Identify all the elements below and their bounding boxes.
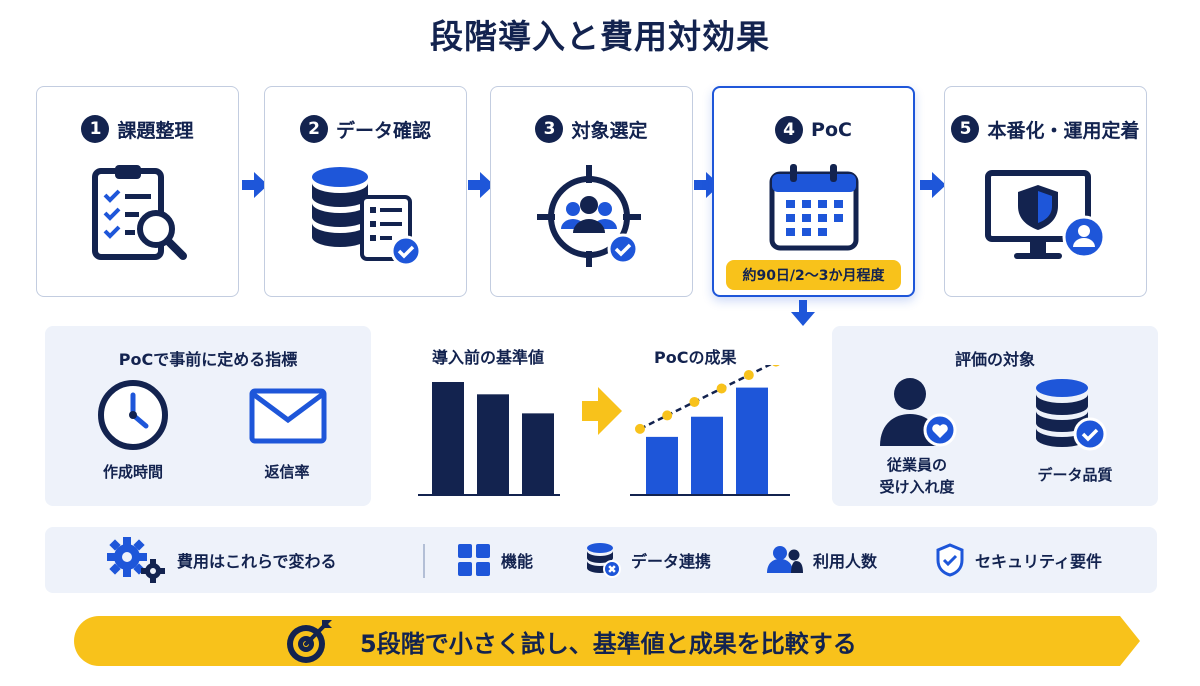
step-label: 課題整理 — [117, 119, 194, 142]
chart-bar — [432, 382, 464, 494]
step-number: 4 — [775, 116, 804, 144]
arrow-right-icon — [920, 172, 946, 198]
page-title: 段階導入と費用対効果 — [430, 17, 770, 56]
trend-point — [635, 423, 645, 434]
evaluation-panel: 評価の対象 従業員の 受け入れ度 データ品質 — [832, 326, 1158, 506]
step-card-1: 1 課題整理 — [36, 86, 239, 297]
kpi-label-reply: 返信率 — [264, 463, 310, 481]
arrow-right-icon — [468, 172, 494, 198]
step-label: データ確認 — [335, 119, 431, 142]
chart-title-results: PoCの成果 — [654, 348, 737, 367]
kpi-panel-title: PoCで事前に定める指標 — [118, 350, 298, 369]
banner-text: 5段階で小さく試し、基準値と成果を比較する — [360, 629, 857, 658]
arrow-right-icon — [242, 172, 268, 198]
trend-point — [716, 383, 727, 394]
step-number: 2 — [299, 115, 328, 143]
trend-point — [772, 365, 780, 367]
user-heart-icon — [880, 378, 957, 447]
comparison-chart — [418, 365, 790, 496]
evaluation-label-acceptance: 従業員の 受け入れ度 — [852, 454, 982, 498]
arrow-right-icon — [694, 172, 720, 198]
cost-item-label: 機能 — [501, 552, 534, 571]
trend-point — [662, 410, 673, 421]
step-card-4: 4 PoC 約90日/2〜3か月程度 — [712, 86, 915, 297]
users-icon — [767, 546, 803, 573]
evaluation-label-data-quality: データ品質 — [1010, 464, 1140, 486]
database-link-icon — [587, 543, 621, 578]
target-dart-icon — [287, 620, 332, 663]
chart-bar — [691, 416, 723, 494]
shield-check-icon — [936, 543, 964, 577]
database-check-icon — [1036, 379, 1107, 451]
step-card-5: 5 本番化・運用定着 — [944, 86, 1147, 297]
cost-item-label: セキュリティ要件 — [975, 552, 1103, 571]
banner-arrow-shape — [74, 616, 1140, 666]
target-group-icon — [536, 165, 641, 267]
step-number: 1 — [81, 115, 110, 143]
chart-bar — [522, 413, 554, 494]
cost-lead: 費用はこれらで変わる — [107, 527, 337, 593]
monitor-shield-user-icon — [984, 170, 1105, 259]
cost-lead-text: 費用はこれらで変わる — [177, 552, 337, 571]
clock-icon — [98, 380, 168, 450]
chart-bar — [477, 394, 509, 494]
step-card-2: 2 データ確認 — [264, 86, 467, 297]
envelope-icon — [249, 388, 327, 444]
gears-icon — [107, 537, 165, 583]
chart-title-baseline: 導入前の基準値 — [432, 348, 545, 367]
cost-item-users: 利用人数 — [767, 527, 877, 593]
database-checklist-icon — [311, 167, 421, 267]
kpi-panel: PoCで事前に定める指標 作成時間 返信率 — [45, 326, 371, 506]
step-label: 本番化・運用定着 — [987, 119, 1140, 142]
step-number: 3 — [535, 115, 564, 143]
cost-item-features: 機能 — [457, 527, 533, 593]
step-card-3: 3 対象選定 — [490, 86, 693, 297]
cost-factors-bar: 費用はこれらで変わる 機能 データ連携 利用人数 セキュリティ要件 — [45, 527, 1157, 593]
duration-badge: 約90日/2〜3か月程度 — [726, 260, 901, 290]
cost-item-security: セキュリティ要件 — [935, 527, 1102, 593]
trend-point — [689, 396, 700, 407]
summary-banner: 5段階で小さく試し、基準値と成果を比較する — [72, 614, 1142, 668]
chart-bar — [736, 387, 768, 494]
cost-item-data-integration: データ連携 — [585, 527, 711, 593]
step-label: 対象選定 — [571, 119, 648, 142]
chart-bar — [646, 436, 678, 494]
trend-point — [743, 370, 754, 381]
arrow-down-icon — [791, 300, 815, 326]
divider — [423, 544, 425, 578]
evaluation-label-line: 従業員の — [886, 456, 947, 474]
grid-icon — [458, 544, 490, 576]
cost-item-label: 利用人数 — [813, 552, 878, 571]
kpi-label-time: 作成時間 — [102, 463, 163, 481]
calendar-icon — [769, 164, 858, 251]
evaluation-label-line: 受け入れ度 — [879, 478, 955, 496]
step-number: 5 — [951, 115, 980, 143]
evaluation-label-line: データ品質 — [1037, 466, 1113, 484]
step-label: PoC — [811, 119, 852, 141]
clipboard-search-icon — [91, 165, 187, 260]
trend-line — [639, 365, 772, 431]
comparison-arrow-icon — [582, 387, 622, 435]
cost-item-label: データ連携 — [631, 552, 712, 571]
evaluation-panel-title: 評価の対象 — [954, 350, 1035, 369]
